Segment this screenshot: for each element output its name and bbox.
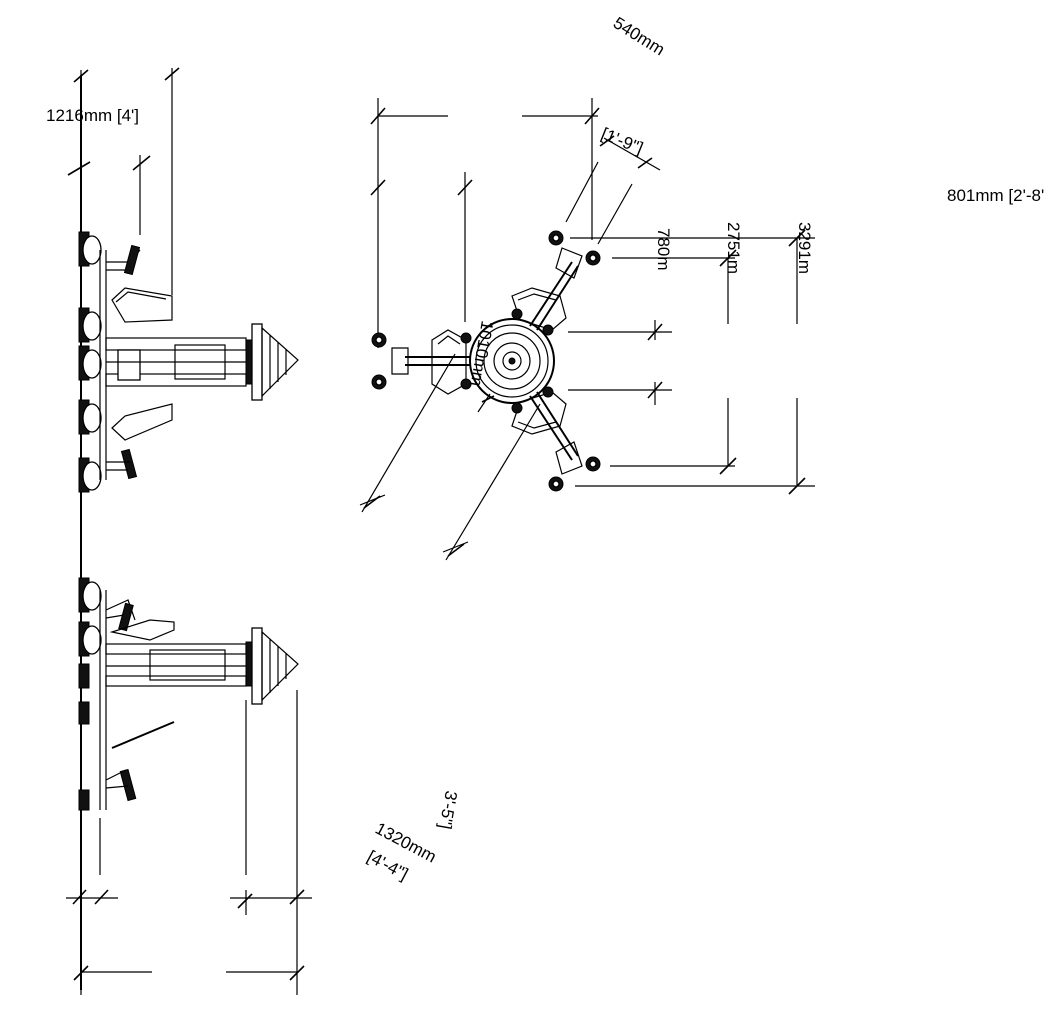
arm-left — [371, 329, 472, 395]
dim-label-2751: 2751m — [724, 222, 743, 274]
dim-label-1-9: [1'-9"] — [599, 124, 646, 158]
side-view-upper-unit — [67, 67, 299, 990]
dim-label-1216: 1216mm [4'] — [46, 106, 139, 125]
side-end-cap-upper — [245, 323, 299, 401]
plan-view-three-arm-unit — [359, 98, 815, 561]
side-end-cap-lower — [245, 627, 299, 705]
central-hub — [469, 318, 555, 404]
dim-label-3-5: 3'-5"] — [435, 789, 460, 830]
dim-label-540: 540mm — [610, 13, 668, 59]
side-view-lower-unit — [66, 577, 312, 995]
arm-lower-right — [511, 386, 601, 492]
dim-label-780: 780m — [654, 228, 673, 271]
arm-upper-right — [511, 230, 601, 336]
dim-label-801: 801mm [2'-8' — [947, 186, 1044, 205]
side-seat-column-lower — [78, 577, 102, 811]
side-seat-column-upper — [78, 231, 102, 493]
